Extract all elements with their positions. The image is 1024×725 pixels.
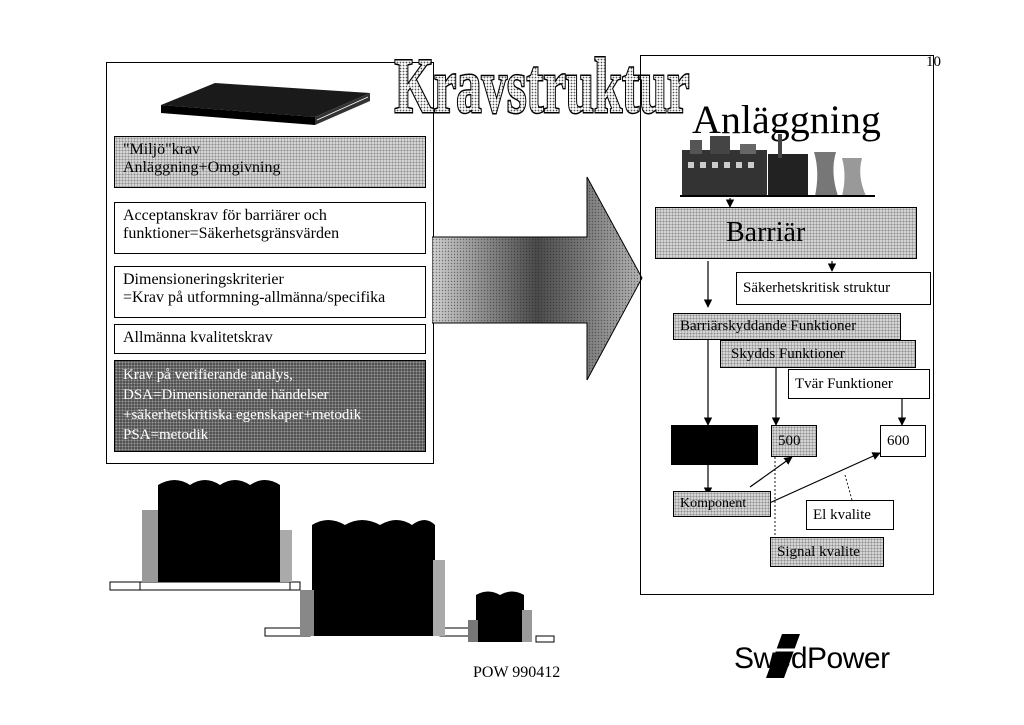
black-block — [671, 425, 758, 465]
right-panel — [640, 55, 934, 595]
box-500: 500 — [771, 425, 817, 457]
requirement-row-dimensioning: Dimensioneringskriterier =Krav på utform… — [114, 266, 426, 318]
component-box: Komponent — [673, 491, 771, 517]
book-icon — [161, 83, 370, 125]
requirement-row-environment: "Miljö"krav Anläggning+Omgivning — [114, 136, 426, 188]
barrier-functions-box: Barriärskyddande Funktioner — [673, 313, 901, 340]
signal-quality-box: Signal kvalite — [770, 537, 884, 567]
safety-structure-box: Säkerhetskritisk struktur — [736, 272, 931, 305]
diagram-connectors — [703, 198, 907, 543]
logo-mark-icon — [764, 634, 804, 678]
requirement-row-verification: Krav på verifierande analys, DSA=Dimensi… — [114, 360, 426, 452]
swedpower-logo: SwedPower — [734, 632, 894, 680]
big-arrow-icon — [432, 176, 643, 381]
blocks-illustration — [109, 480, 555, 643]
barrier-box: Barriär — [655, 207, 917, 259]
protection-functions-box: Skydds Funktioner — [720, 340, 916, 368]
logo-text: SwedPower — [734, 642, 890, 675]
cross-functions-box: Tvär Funktioner — [788, 369, 930, 399]
footer-code: POW 990412 — [473, 664, 561, 681]
el-quality-box: El kvalite — [806, 500, 894, 530]
requirement-row-quality: Allmänna kvalitetskrav — [114, 324, 426, 354]
box-600: 600 — [880, 425, 926, 457]
plant-heading: Anläggning — [690, 97, 883, 142]
power-plant-icon — [680, 134, 875, 197]
requirement-row-acceptance: Acceptanskrav för barriärer och funktion… — [114, 202, 426, 254]
